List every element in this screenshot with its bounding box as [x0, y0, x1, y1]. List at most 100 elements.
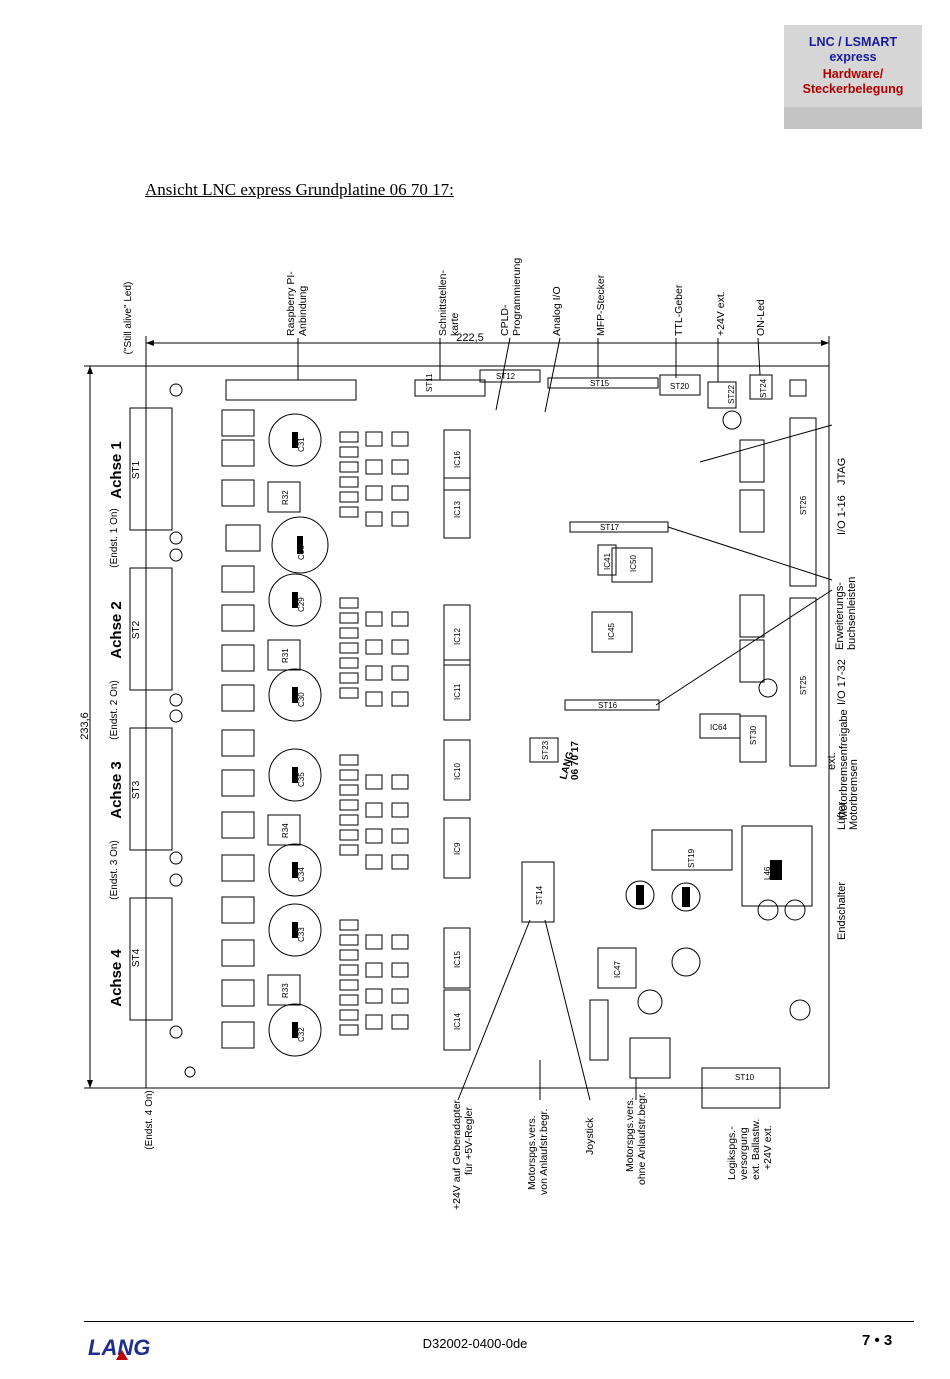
connector-st1: [129, 407, 173, 531]
board-st10: ST10: [735, 1073, 755, 1082]
transistor-columns: [365, 431, 409, 1030]
label-luefter: Lüfter: [836, 802, 848, 830]
board-st23: ST23: [541, 740, 550, 760]
label-motorspg-2: Motorspgs.vers.: [624, 1097, 636, 1172]
label-erweiterung-2: buchsenleisten: [846, 577, 858, 650]
connector-st20: [659, 374, 701, 396]
ic14: [443, 989, 471, 1051]
label-achse3: Achse 3: [108, 761, 125, 819]
board-st20: ST20: [670, 382, 690, 391]
connector-st2: [129, 567, 173, 691]
label-io2: I/O 17-32: [836, 659, 848, 705]
board-st19: ST19: [687, 848, 696, 868]
raspberry-header: [225, 379, 357, 401]
header-line-stecker: Steckerbelegung: [802, 82, 904, 96]
label-achse1: Achse 1: [108, 441, 125, 499]
label-luefter-2: Motorbremsen: [848, 759, 860, 830]
ic50: [611, 547, 653, 583]
connector-st23: [529, 737, 559, 763]
board-l46: L46: [763, 866, 772, 880]
ic41: [597, 544, 617, 576]
label-achse2: Achse 2: [108, 601, 125, 659]
board-r32: R32: [281, 490, 290, 505]
footer-divider: [84, 1321, 914, 1322]
label-schnittstellen-2: karte: [449, 312, 461, 336]
label-motorbrems-2: Motorbremsenfreigabe: [838, 709, 850, 820]
board-ic11: IC11: [453, 683, 462, 700]
board-st12: ST12: [496, 372, 516, 381]
label-geber-2: für +5V-Regler: [463, 1107, 475, 1175]
height-dimension: 233,6: [79, 712, 91, 740]
board-r34: R34: [281, 823, 290, 838]
ic13: [443, 477, 471, 539]
ic11: [443, 659, 471, 721]
label-achse4: Achse 4: [108, 949, 125, 1007]
label-endst1: (Endst. 1 On): [109, 508, 120, 567]
connector-st3: [129, 727, 173, 851]
board-ic9: IC9: [453, 842, 462, 855]
connector-st10: [701, 1067, 781, 1109]
label-erweiterung: Erweiterungs-: [834, 582, 846, 650]
ic16: [443, 429, 471, 491]
label-joystick: Joystick: [584, 1117, 596, 1155]
board-c31: C31: [297, 437, 306, 452]
board-st15: ST15: [590, 379, 610, 388]
board-number: 06 70 17: [570, 741, 581, 780]
board-outline: [145, 365, 830, 1089]
board-st26: ST26: [799, 495, 808, 515]
label-st4: ST4: [131, 948, 142, 967]
width-dimension: 222,5: [456, 332, 484, 344]
board-st22: ST22: [727, 384, 736, 404]
board-st16: ST16: [598, 701, 618, 710]
connector-st25: [789, 597, 817, 767]
connector-st11: [414, 379, 486, 397]
label-logik-2: versorgung: [738, 1127, 750, 1180]
label-endschalter: Endschalter: [836, 882, 848, 940]
label-mfp: MFP-Stecker: [595, 274, 607, 336]
ic10: [443, 739, 471, 801]
board-c32: C32: [297, 1027, 306, 1042]
board-st24: ST24: [759, 378, 768, 398]
board-st30: ST30: [749, 725, 758, 745]
connector-st22: [707, 381, 737, 409]
label-endst3: (Endst. 3 On): [109, 840, 120, 899]
ic45: [591, 611, 633, 653]
board-ic15: IC15: [453, 951, 462, 968]
connector-st14: [521, 861, 555, 923]
label-motorspg-1: Motorspgs.vers.: [526, 1115, 538, 1190]
label-motorbrems: ext.: [826, 752, 838, 770]
board-st14: ST14: [535, 885, 544, 905]
label-24v-ext: +24V ext.: [715, 291, 727, 336]
board-st17: ST17: [600, 523, 620, 532]
board-ic16: IC16: [453, 451, 462, 468]
board-c36: C36: [297, 545, 306, 560]
board-ic13: IC13: [453, 501, 462, 518]
board-r33: R33: [281, 983, 290, 998]
connector-st19: [651, 829, 733, 871]
label-endst2: (Endst. 2 On): [109, 680, 120, 739]
connector-st30: [739, 715, 767, 763]
label-logik: Logikspgs.-: [726, 1126, 738, 1180]
label-ttl: TTL-Geber: [673, 284, 685, 336]
board-r31: R31: [281, 648, 290, 663]
board-ic41: IC41: [603, 553, 612, 570]
ic9: [443, 817, 471, 879]
board-c30: C30: [297, 692, 306, 707]
label-io1: I/O 1-16: [836, 495, 848, 535]
label-endst4: (Endst. 4 On): [144, 1090, 155, 1149]
label-logik-4: +24V ext.: [762, 1125, 774, 1170]
label-st2: ST2: [131, 620, 142, 639]
label-raspberry-2: Anbindung: [297, 286, 309, 336]
label-cpld-2: Programmierung: [511, 258, 523, 336]
label-geber: +24V auf Geberadapter: [451, 1099, 463, 1210]
label-cpld: CPLD-: [499, 304, 511, 336]
connector-st15: [547, 377, 659, 389]
lang-logo: LANG: [88, 1335, 150, 1360]
board-ic64: IC64: [710, 723, 727, 732]
connector-st4: [129, 897, 173, 1021]
label-on-led: ON-Led: [755, 299, 767, 336]
page-title: Ansicht LNC express Grundplatine 06 70 1…: [145, 180, 454, 199]
ic47: [597, 947, 637, 989]
label-analog-io: Analog I/O: [551, 286, 563, 336]
